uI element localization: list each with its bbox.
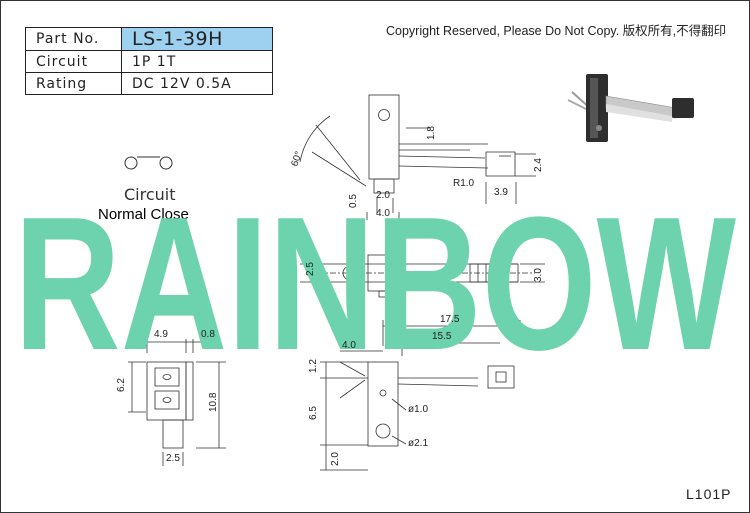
dim-front-top: 1.2: [308, 359, 319, 373]
dim-base-width: 4.0: [376, 208, 390, 219]
drawing-code: L101P: [686, 486, 732, 502]
dim-mid-left: 2.5: [305, 262, 316, 276]
dim-front-mid: 6.5: [308, 406, 319, 420]
side-view: [128, 339, 226, 466]
dim-side-gap: 0.8: [201, 329, 215, 340]
dim-side-base: 2.5: [166, 453, 180, 464]
spec-value: DC 12V 0.5A: [121, 72, 273, 95]
dim-front-bottom: 2.0: [330, 452, 341, 466]
dim-tip-length: 3.9: [494, 187, 508, 198]
spec-key: Rating: [25, 72, 122, 95]
plan-view: [300, 254, 545, 298]
spec-key: Circuit: [25, 50, 122, 73]
dim-mid-right: 3.0: [533, 268, 544, 282]
spec-value: 1P 1T: [121, 50, 273, 73]
dim-hole-small: ø1.0: [408, 404, 428, 415]
dim-angle: 60°: [289, 150, 305, 168]
watermark: RAINBOW: [14, 178, 737, 390]
top-view: [299, 94, 536, 220]
copyright-notice: Copyright Reserved, Please Do Not Copy. …: [386, 24, 727, 38]
spec-row-circuit: Circuit 1P 1T: [25, 50, 273, 73]
dim-overall-length: 17.5: [440, 314, 460, 325]
dim-side-upper: 6.2: [116, 378, 127, 392]
circuit-symbol: [124, 156, 173, 170]
dim-tip-height: 2.4: [533, 158, 544, 172]
front-view: [320, 320, 521, 471]
dim-radius: R1.0: [453, 178, 475, 189]
dim-side-total: 10.8: [208, 392, 219, 412]
dim-top-height: 1.8: [426, 126, 437, 140]
product-photo: [567, 74, 694, 142]
dim-base-height: 0.5: [348, 194, 359, 208]
circuit-type: Normal Close: [98, 206, 189, 223]
spec-table: Part No. LS-1-39H Circuit 1P 1T Rating D…: [25, 27, 273, 95]
circuit-label: Circuit: [124, 185, 176, 204]
spec-row-rating: Rating DC 12V 0.5A: [25, 72, 273, 95]
dim-side-width: 4.9: [154, 329, 168, 340]
dim-offset: 4.0: [342, 340, 356, 351]
dim-arm-length: 15.5: [432, 331, 452, 342]
dim-hole-large: ø2.1: [408, 438, 428, 449]
dim-pin-width: 2.0: [376, 190, 390, 201]
